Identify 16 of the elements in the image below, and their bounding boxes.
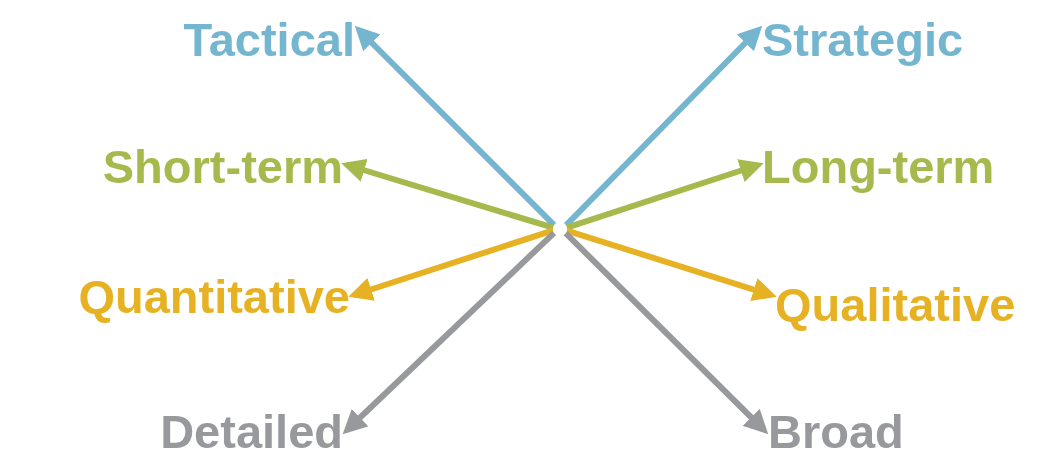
term-label: Quantitative bbox=[78, 271, 350, 323]
term-label: Tactical bbox=[183, 14, 355, 66]
arrow bbox=[348, 227, 555, 301]
arrow bbox=[565, 227, 777, 301]
term-label: Strategic bbox=[762, 14, 964, 66]
term-label: Qualitative bbox=[775, 279, 1016, 331]
term-label: Broad bbox=[768, 406, 904, 457]
term-label: Long-term bbox=[762, 141, 995, 193]
arrow bbox=[341, 158, 554, 231]
term-label: Short-term bbox=[102, 141, 343, 193]
term-label: Detailed bbox=[160, 406, 343, 457]
arrow bbox=[563, 25, 763, 228]
arrow bbox=[342, 230, 557, 435]
arrow bbox=[354, 25, 557, 228]
arrow bbox=[565, 159, 764, 231]
arrow bbox=[563, 231, 769, 435]
